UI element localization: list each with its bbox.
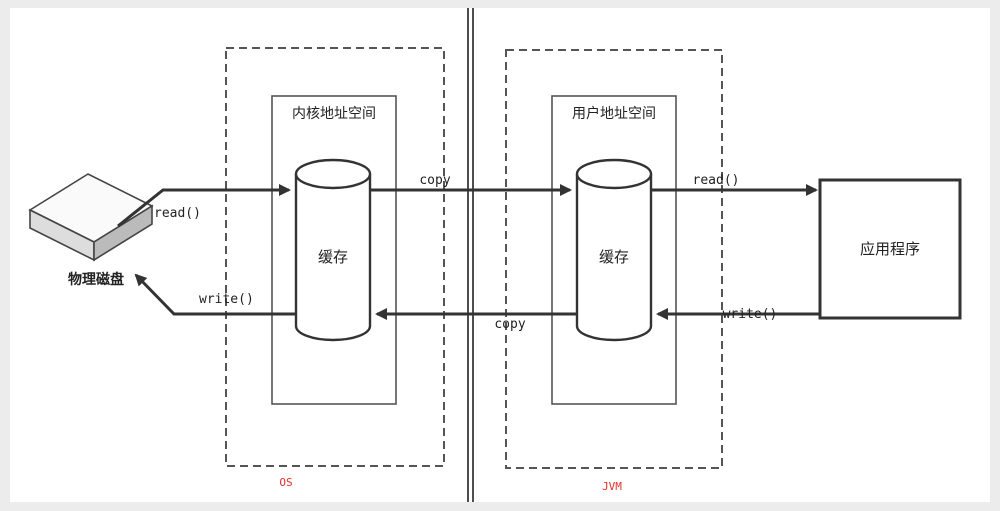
kernel-space-label: 内核地址空间 <box>292 106 376 122</box>
copy-to-kernel-label: copy <box>494 317 525 332</box>
user-cache-label: 缓存 <box>599 248 629 266</box>
disk-label: 物理磁盘 <box>68 271 124 288</box>
disk-read-label: read() <box>154 206 201 221</box>
user-space-label: 用户地址空间 <box>572 105 656 122</box>
kernel-space-box <box>271 95 397 405</box>
disk-write-label: write() <box>199 292 254 307</box>
disk-icon <box>28 173 154 262</box>
jvm-label: JVM <box>602 480 622 493</box>
disk-write-arrow <box>134 273 296 316</box>
os-label: OS <box>279 476 292 489</box>
user-cache-cylinder <box>575 158 653 342</box>
kernel-cache-cylinder <box>294 158 372 342</box>
app-box <box>818 178 962 320</box>
kernel-cache-label: 缓存 <box>318 248 348 266</box>
user-space-box <box>551 95 677 405</box>
disk-read-arrow <box>117 184 291 228</box>
copy-to-user-label: copy <box>419 173 450 188</box>
app-label: 应用程序 <box>860 240 920 258</box>
jvm-region-box <box>505 49 723 469</box>
app-write-label: write() <box>723 307 778 322</box>
app-read-label: read() <box>693 173 740 188</box>
os-region-box <box>225 47 445 467</box>
